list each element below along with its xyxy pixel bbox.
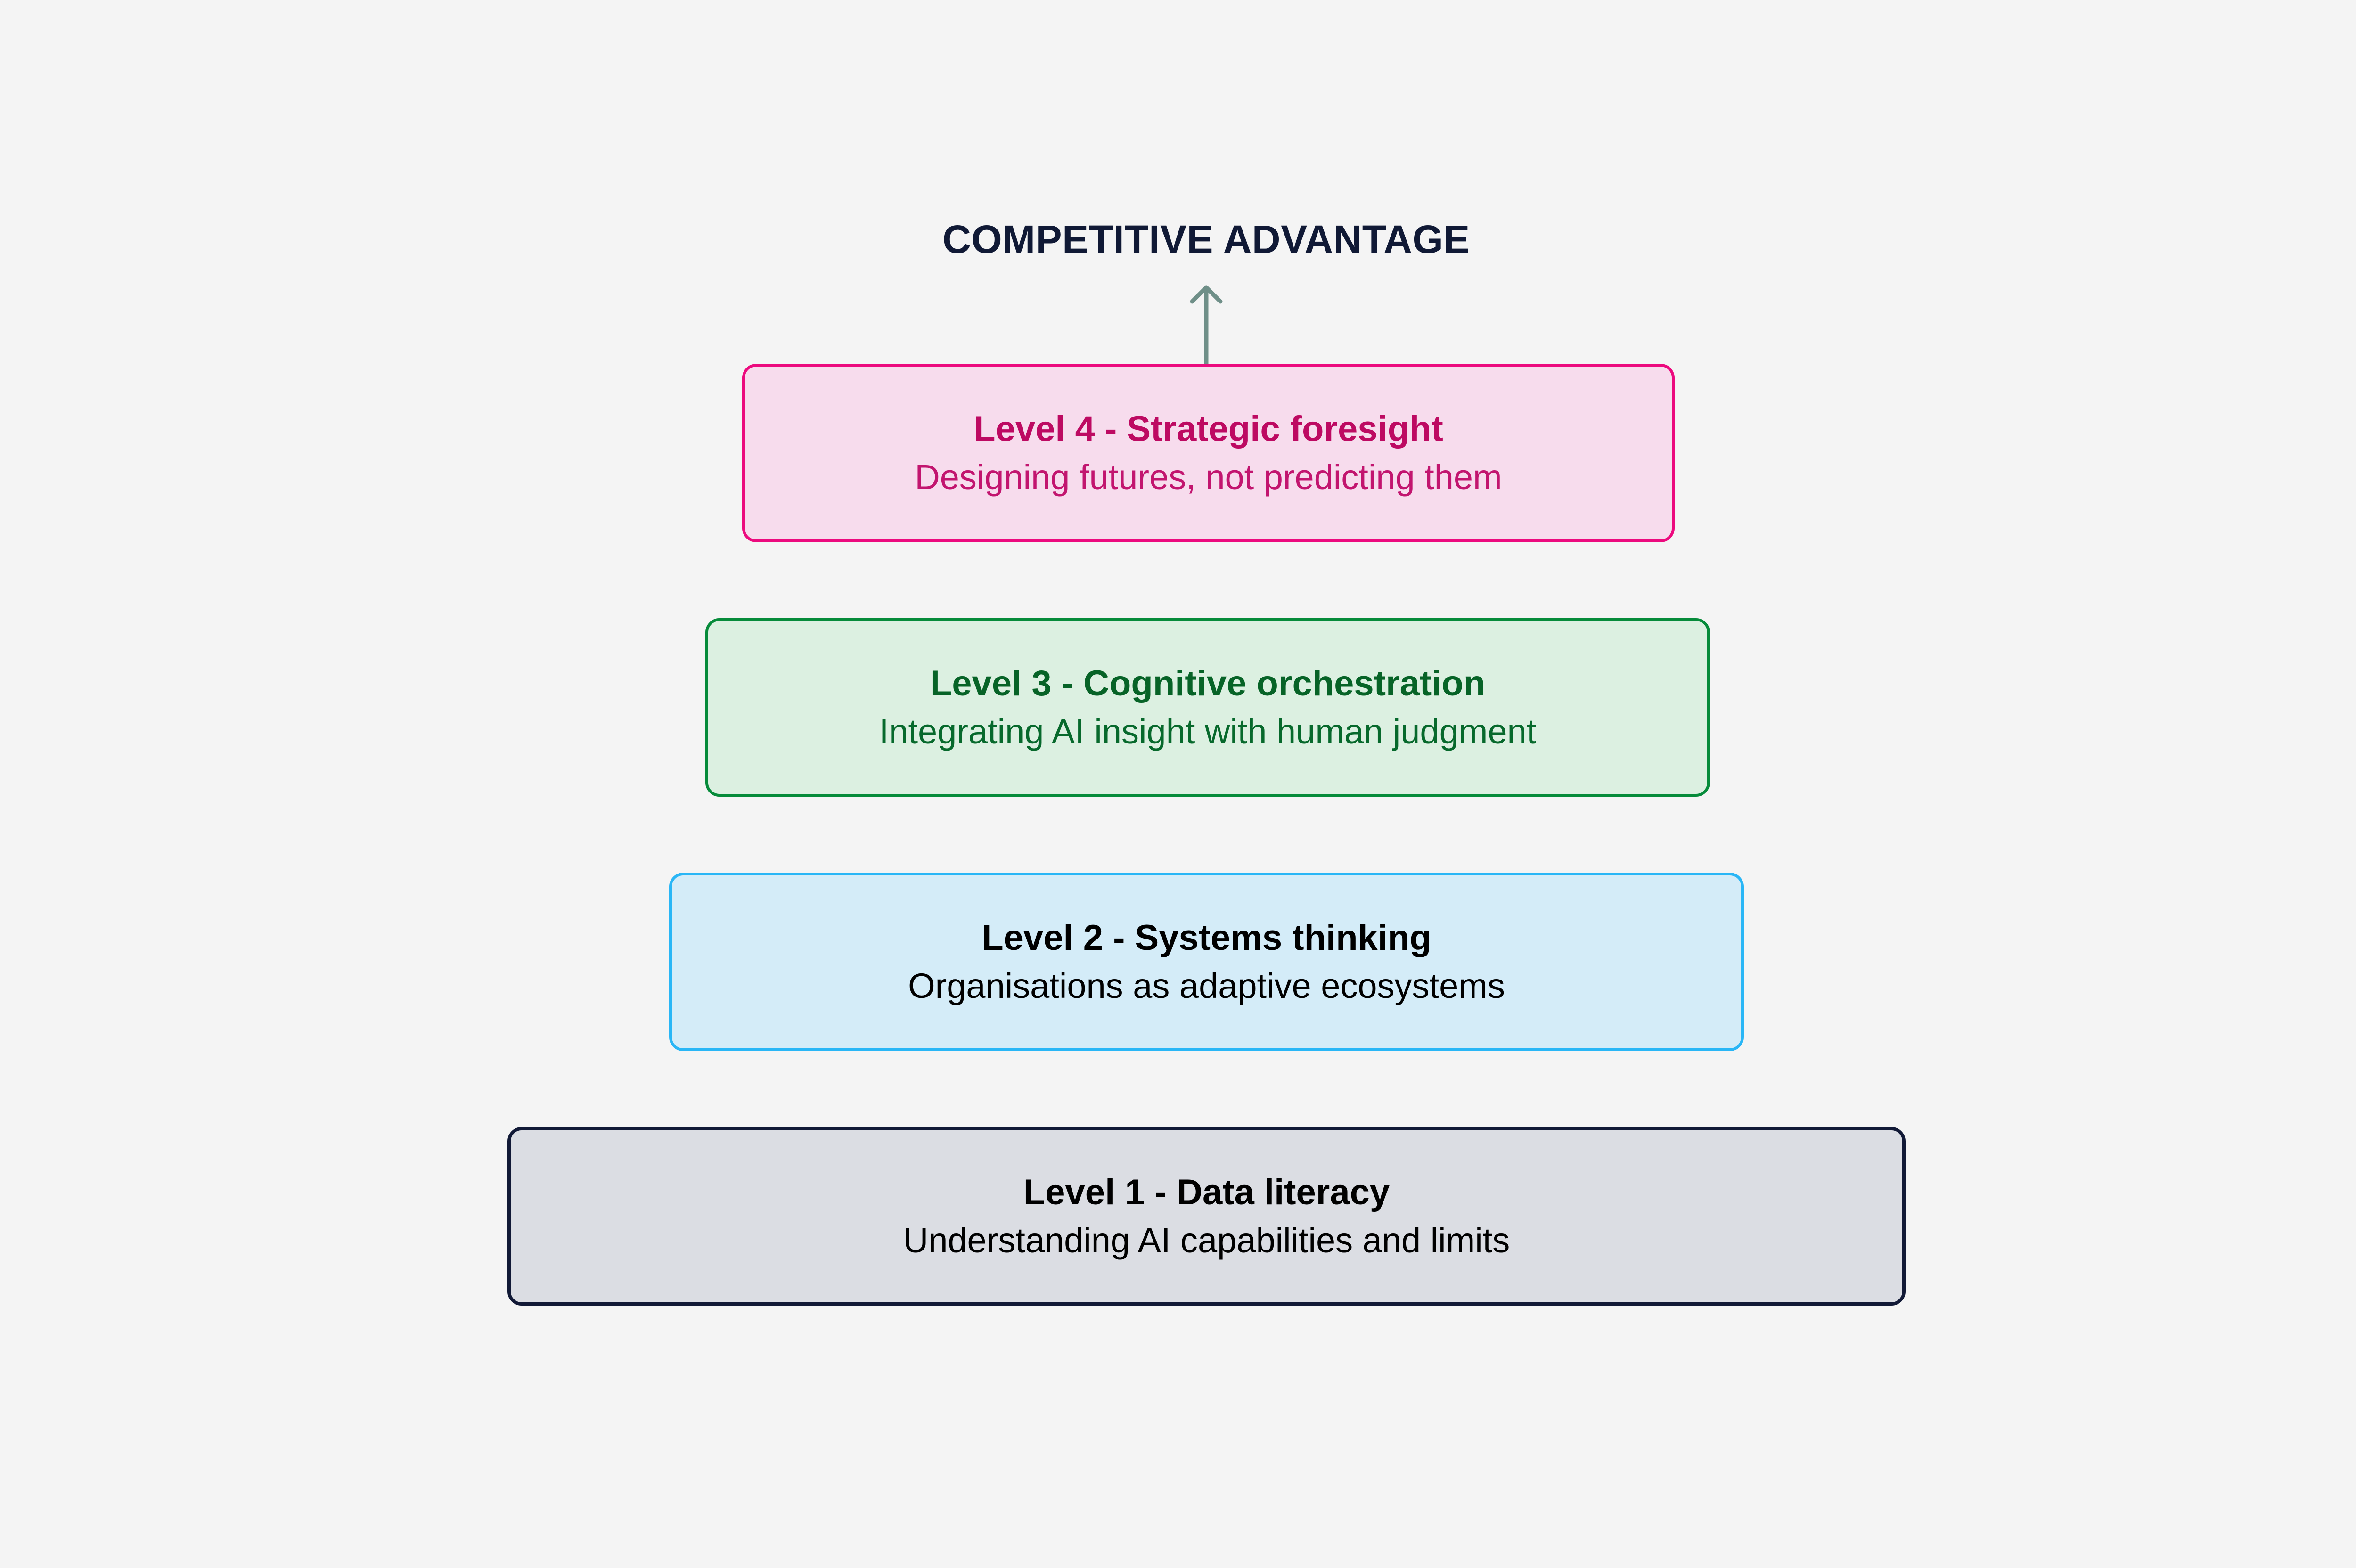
level-1-subtitle: Understanding AI capabilities and limits [903, 1220, 1510, 1260]
apex-title: COMPETITIVE ADVANTAGE [942, 217, 1470, 261]
level-4-subtitle: Designing futures, not predicting them [915, 457, 1502, 497]
level-2-title: Level 2 - Systems thinking [982, 918, 1432, 958]
level-3-title: Level 3 - Cognitive orchestration [930, 663, 1486, 703]
level-4-title: Level 4 - Strategic foresight [973, 409, 1443, 449]
pyramid-level-2[interactable]: Level 2 - Systems thinking Organisations… [669, 873, 1744, 1051]
pyramid-level-3[interactable]: Level 3 - Cognitive orchestration Integr… [705, 618, 1710, 797]
arrow-up-icon [1190, 285, 1223, 372]
level-1-title: Level 1 - Data literacy [1023, 1172, 1390, 1212]
pyramid-level-1[interactable]: Level 1 - Data literacy Understanding AI… [507, 1127, 1906, 1306]
level-2-subtitle: Organisations as adaptive ecosystems [908, 966, 1505, 1005]
pyramid-level-4[interactable]: Level 4 - Strategic foresight Designing … [742, 364, 1675, 542]
level-3-subtitle: Integrating AI insight with human judgme… [879, 711, 1537, 751]
